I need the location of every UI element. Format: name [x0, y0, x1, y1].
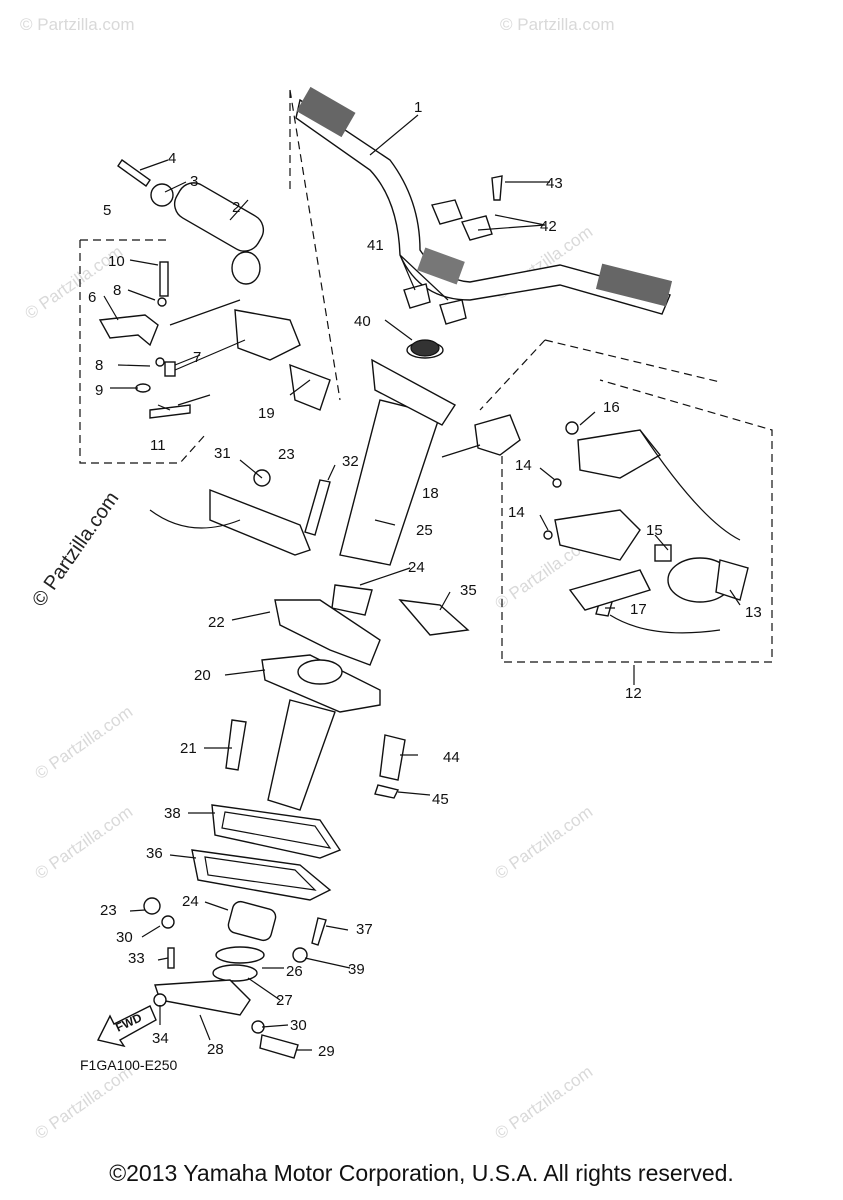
lower-arm-assembly — [143, 897, 327, 1059]
callout-label: 22 — [208, 614, 225, 631]
callout-label: 8 — [113, 282, 121, 299]
watermark: © Partzilla.com — [491, 802, 596, 883]
callout-label: 24 — [408, 559, 425, 576]
callout-label: 1 — [414, 99, 422, 116]
callout-label: 30 — [290, 1017, 307, 1034]
callout-label: 15 — [646, 522, 663, 539]
callout-label: 27 — [276, 992, 293, 1009]
handlebar — [295, 86, 673, 315]
lower-column — [225, 699, 406, 811]
callout-label: 37 — [356, 921, 373, 938]
callout-label: 42 — [540, 218, 557, 235]
callout-label: 10 — [108, 253, 125, 270]
fwd-arrow: FWD — [96, 1005, 157, 1048]
callout-labels: 1 2 3 4 5 6 7 8 8 9 10 11 12 13 14 14 15… — [88, 99, 762, 1060]
callout-label: 18 — [422, 485, 439, 502]
callout-label: 14 — [508, 504, 525, 521]
callout-label: 30 — [116, 929, 133, 946]
callout-label: 36 — [146, 845, 163, 862]
callout-label: 5 — [103, 202, 111, 219]
callout-label: 8 — [95, 357, 103, 374]
callout-label: 34 — [152, 1030, 169, 1047]
copyright-notice: ©2013 Yamaha Motor Corporation, U.S.A. A… — [109, 1160, 734, 1186]
watermark: © Partzilla.com — [31, 702, 136, 783]
watermark: © Partzilla.com — [31, 802, 136, 883]
watermark: © Partzilla.com — [491, 1062, 596, 1143]
callout-label: 13 — [745, 604, 762, 621]
callout-label: 32 — [342, 453, 359, 470]
callout-label: 43 — [546, 175, 563, 192]
left-grip-assembly — [117, 159, 265, 285]
mount-plates — [261, 599, 470, 713]
callout-label: 45 — [432, 791, 449, 808]
watermarks: © Partzilla.com © Partzilla.com © Partzi… — [20, 15, 615, 1143]
callout-label: 14 — [515, 457, 532, 474]
callout-label: 6 — [88, 289, 96, 306]
callout-label: 33 — [128, 950, 145, 967]
callout-label: 19 — [258, 405, 275, 422]
diagram-code: F1GA100-E250 — [80, 1057, 177, 1073]
throttle-lever-assembly — [98, 261, 331, 419]
callout-label: 17 — [630, 601, 647, 618]
steering-column — [331, 341, 457, 616]
callout-label: 23 — [100, 902, 117, 919]
leader-lines — [103, 114, 741, 1051]
callout-label: 2 — [232, 199, 240, 216]
watermark: © Partzilla.com — [500, 15, 615, 34]
callout-label: 4 — [168, 150, 176, 167]
callout-label: 28 — [207, 1041, 224, 1058]
callout-label: 44 — [443, 749, 460, 766]
callout-label: 35 — [460, 582, 477, 599]
callout-label: 26 — [286, 963, 303, 980]
callout-label: 7 — [193, 349, 201, 366]
callout-label: 3 — [190, 173, 198, 190]
callout-label: 29 — [318, 1043, 335, 1060]
watermark-prominent: © Partzilla.com — [28, 488, 123, 611]
gaskets — [191, 804, 342, 901]
callout-label: 31 — [214, 445, 231, 462]
watermark: © Partzilla.com — [31, 1062, 136, 1143]
callout-label: 9 — [95, 382, 103, 399]
callout-label: 20 — [194, 667, 211, 684]
dashed-group-boxes — [79, 89, 773, 663]
callout-label: 39 — [348, 961, 365, 978]
watermark: © Partzilla.com — [20, 15, 135, 34]
callout-label: 16 — [603, 399, 620, 416]
callout-label: 21 — [180, 740, 197, 757]
callout-label: 40 — [354, 313, 371, 330]
right-switch-assembly — [474, 414, 749, 634]
callout-label: 11 — [150, 437, 166, 454]
switch-bracket — [149, 469, 331, 556]
callout-label: 41 — [367, 237, 384, 254]
handlebar-clamps — [403, 175, 503, 357]
callout-label: 25 — [416, 522, 433, 539]
callout-label: 38 — [164, 805, 181, 822]
callout-label: 24 — [182, 893, 199, 910]
callout-label: 23 — [278, 446, 295, 463]
callout-label: 12 — [625, 685, 642, 702]
